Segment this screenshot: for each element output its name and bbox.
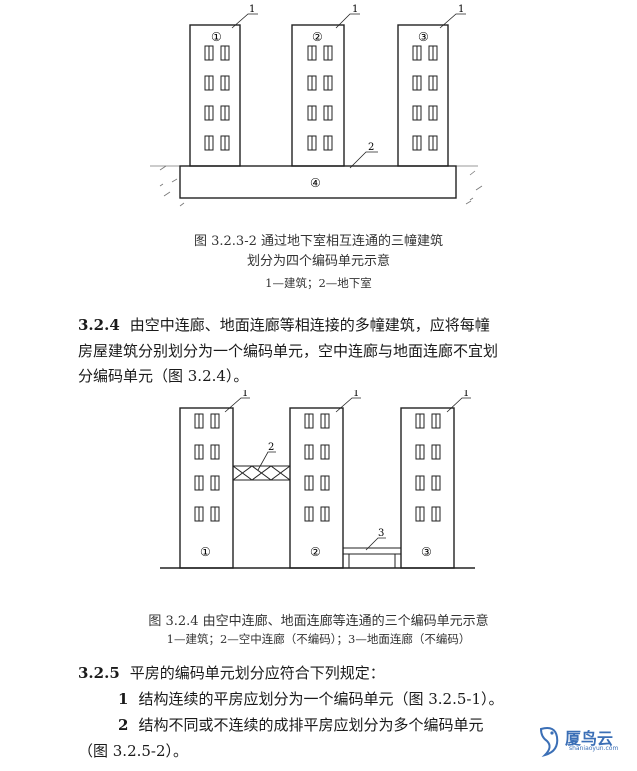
building-label: ② — [312, 30, 323, 44]
bird-icon — [539, 727, 559, 758]
leader-label: 3 — [378, 528, 384, 539]
paragraph-text: 结构连续的平房应划分为一个编码单元（图 3.2.5-1）。 — [138, 690, 504, 708]
item-number: 2 — [118, 716, 129, 734]
leader-label: 1 — [242, 390, 248, 399]
ground-corridor — [342, 547, 402, 568]
figure2-caption: 图 3.2.4 由空中连廊、地面连廊等连通的三个编码单元示意 — [148, 614, 489, 629]
figure-corridor-connected: 1 1 1 2 3 ① ② ③ — [160, 390, 475, 569]
building-label: ① — [200, 545, 211, 559]
sky-bridge — [232, 465, 291, 481]
section-324-line1: 3.2.4 由空中连廊、地面连廊等相连接的多幢建筑，应将每幢 — [78, 313, 637, 338]
windows — [204, 45, 438, 151]
ground-hatch — [150, 165, 483, 207]
building-label: ① — [211, 30, 222, 44]
section-324-line3: 分编码单元（图 3.2.4）。 — [78, 367, 249, 385]
watermark-name: 厦鸟云 — [565, 729, 614, 748]
figure1-legend: 1—建筑；2—地下室 — [265, 276, 372, 290]
section-325-item2: 2 结构不同或不连续的成排平房应划分为多个编码单元 — [118, 713, 637, 738]
building-label: ③ — [421, 545, 432, 559]
paragraph-text: 结构不同或不连续的成排平房应划分为多个编码单元 — [138, 716, 484, 734]
leader-label: 1 — [463, 390, 469, 399]
building-3 — [397, 24, 449, 167]
section-number: 3.2.5 — [78, 664, 120, 682]
building-label: ③ — [418, 30, 429, 44]
basement-label: ④ — [310, 176, 321, 190]
paragraph-text: 平房的编码单元划分应符合下列规定： — [129, 664, 385, 682]
item-number: 1 — [118, 690, 129, 708]
leader-label: 1 — [249, 4, 255, 15]
leader-label: 2 — [268, 442, 274, 453]
section-number: 3.2.4 — [78, 316, 120, 334]
leader-label: 1 — [458, 4, 464, 15]
building-3 — [400, 407, 455, 569]
watermark-url: shaniaoyun.com — [569, 745, 619, 752]
section-325-title: 3.2.5 平房的编码单元划分应符合下列规定： — [78, 661, 637, 686]
building-2 — [291, 24, 345, 167]
leader-label: 2 — [368, 142, 374, 153]
watermark-logo: 厦鸟云 shaniaoyun.com — [535, 721, 629, 761]
paragraph-text: 由空中连廊、地面连廊等相连接的多幢建筑，应将每幢 — [129, 316, 490, 334]
building-1 — [189, 24, 241, 167]
building-1 — [179, 407, 234, 569]
section-325-item2-cont: （图 3.2.5-2）。 — [78, 742, 189, 760]
figure2-legend: 1—建筑；2—空中连廊（不编码）；3—地面连廊（不编码） — [166, 632, 471, 646]
figure1-caption-line1: 图 3.2.3-2 通过地下室相互连通的三幢建筑 — [193, 234, 443, 249]
building-2 — [289, 407, 344, 569]
building-label: ② — [310, 545, 321, 559]
leader-label: 1 — [353, 390, 359, 399]
figure1-caption-line2: 划分为四个编码单元示意 — [246, 254, 390, 269]
figure-basement-connected: 1 1 1 2 ① ② ③ ④ — [150, 4, 483, 207]
leader-label: 1 — [352, 4, 358, 15]
section-325-item1: 1 结构连续的平房应划分为一个编码单元（图 3.2.5-1）。 — [118, 687, 637, 712]
windows — [194, 413, 441, 522]
section-324-line2: 房屋建筑分别划分为一个编码单元，空中连廊与地面连廊不宜划 — [78, 342, 499, 360]
